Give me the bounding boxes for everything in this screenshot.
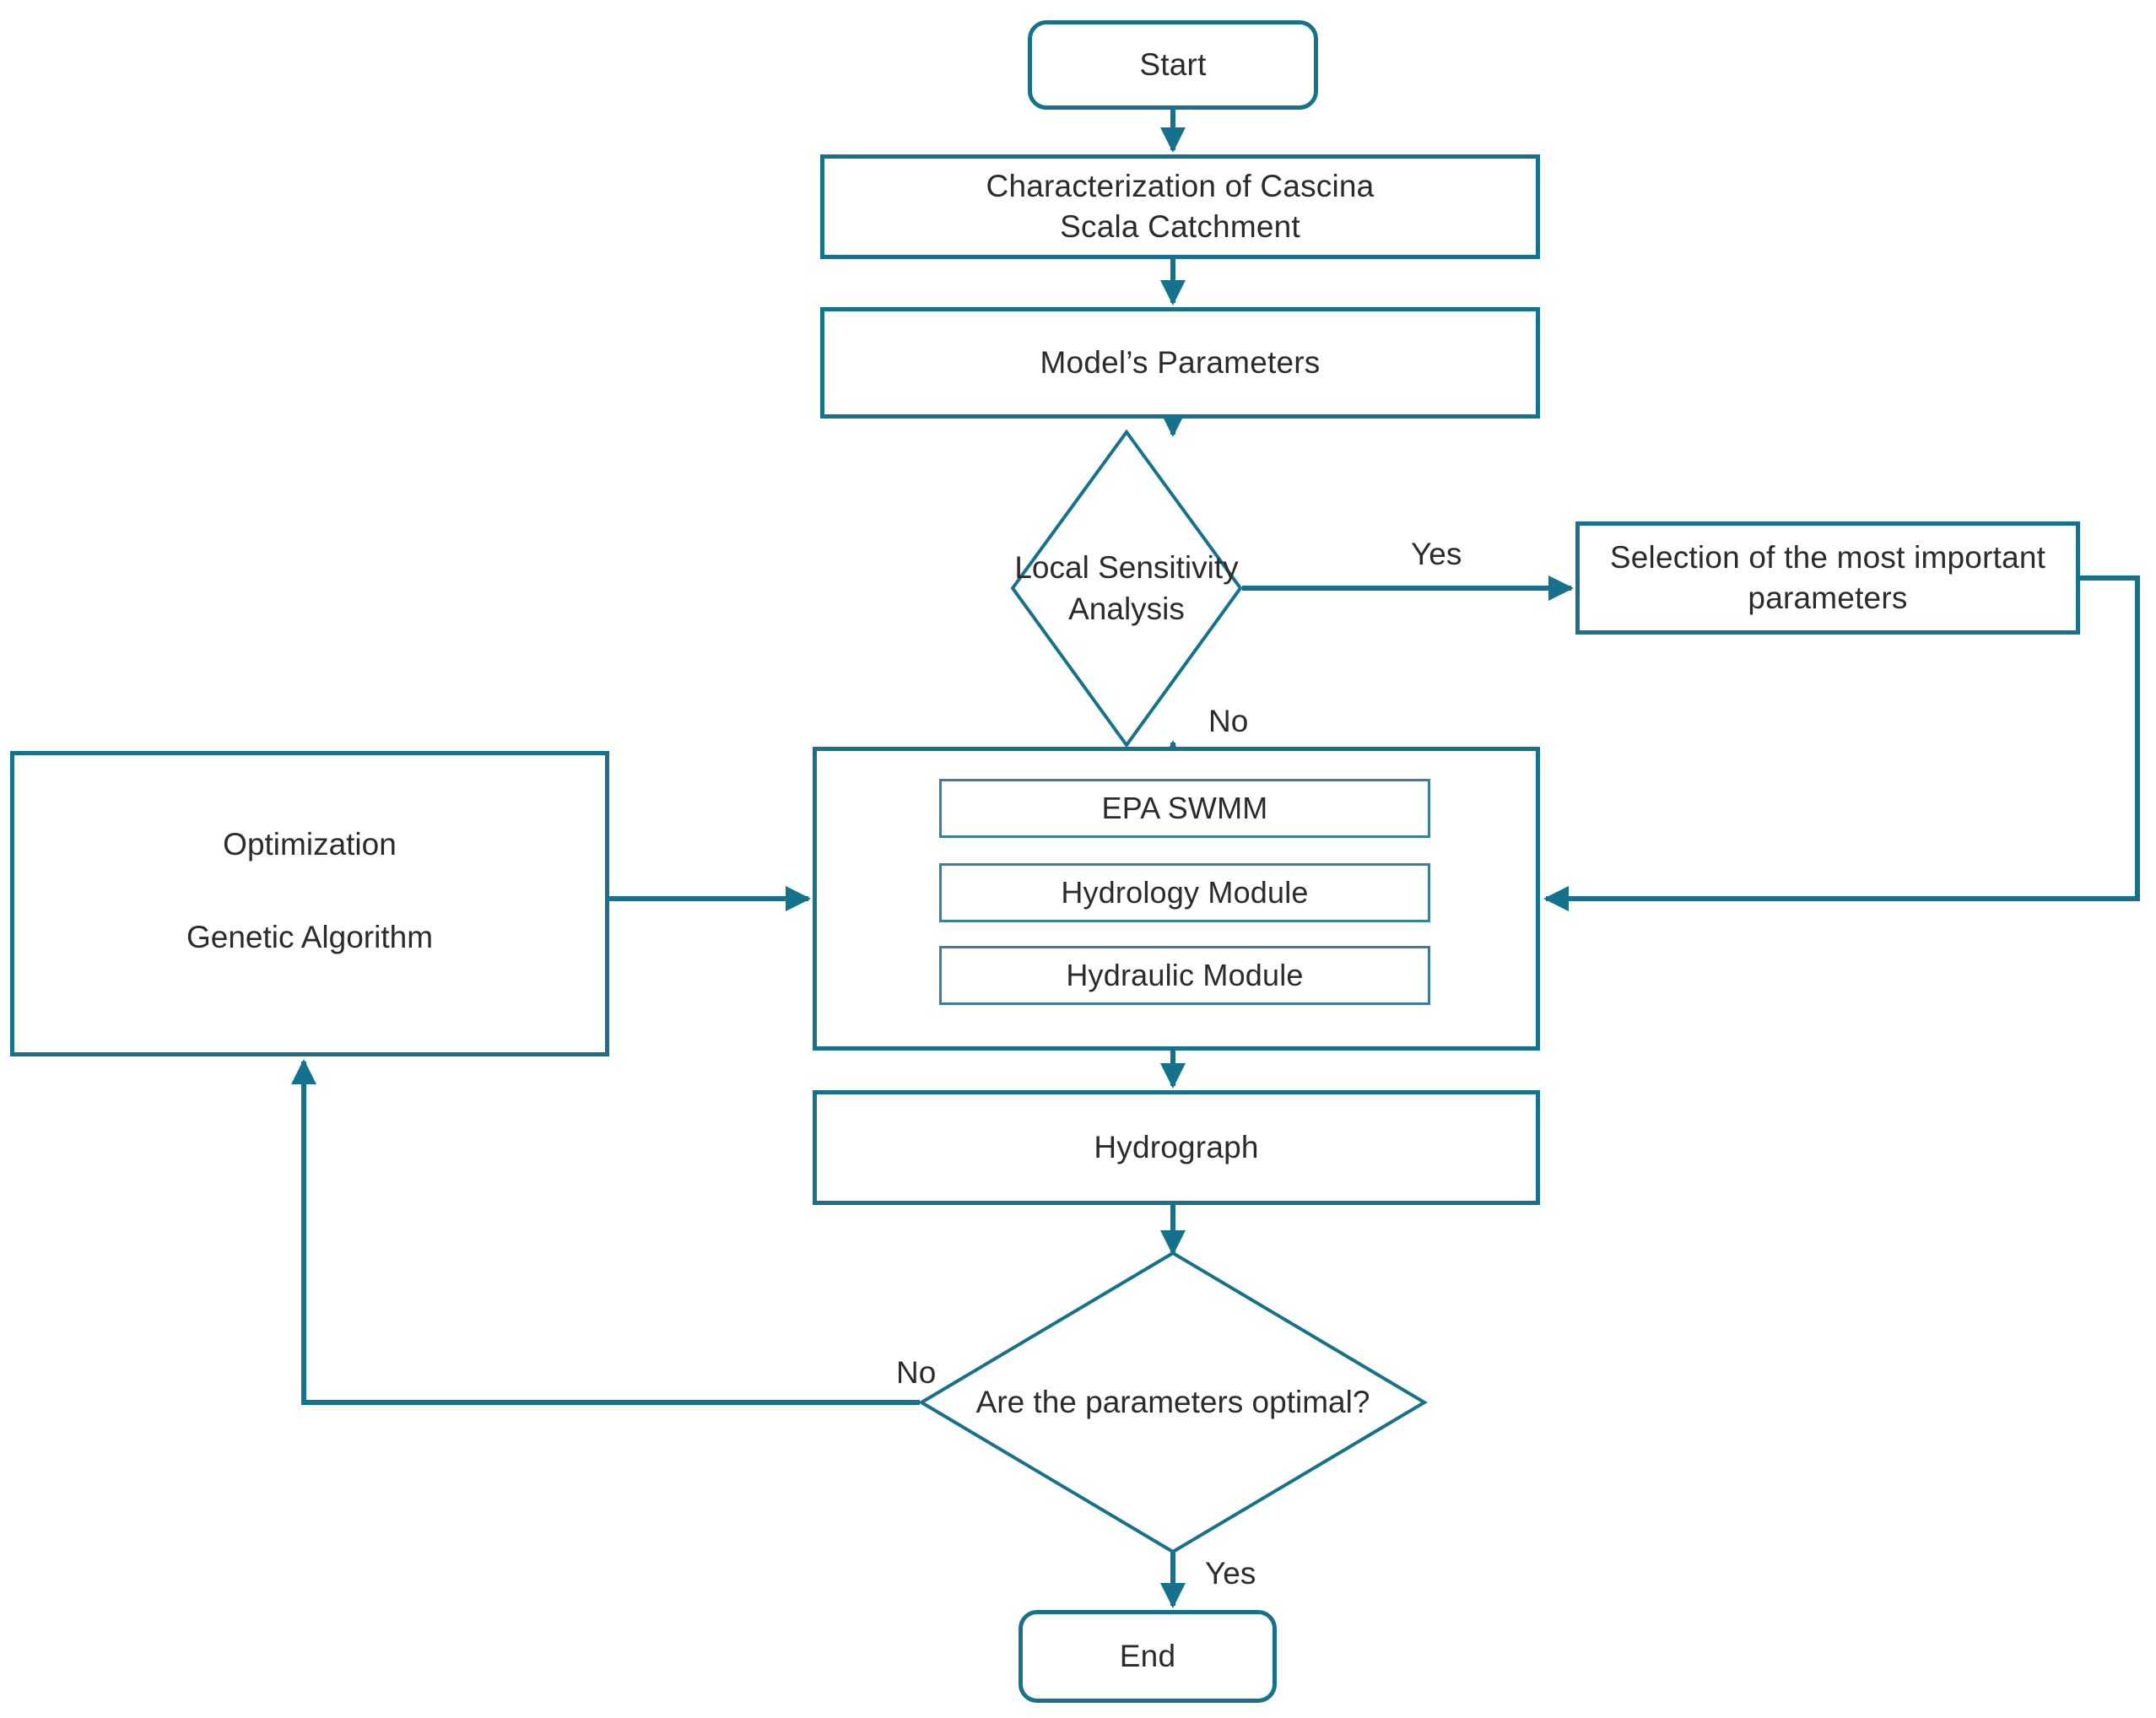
edge-label-sensitivity-yes: Yes xyxy=(1411,537,1462,571)
node-swmm-group[interactable]: EPA SWMM Hydrology Module Hydraulic Modu… xyxy=(813,747,1540,1051)
node-start-label: Start xyxy=(1139,46,1207,82)
edge-label-sensitivity-no: No xyxy=(1208,704,1249,738)
node-optimal-decision[interactable]: Are the parameters optimal? xyxy=(918,1251,1428,1554)
node-characterization[interactable]: Characterization of Cascina Scala Catchm… xyxy=(820,154,1540,259)
node-module-hydraulic[interactable]: Hydraulic Module xyxy=(939,946,1430,1005)
node-hydrograph-label: Hydrograph xyxy=(1094,1129,1259,1164)
node-optimization[interactable]: Optimization Genetic Algorithm xyxy=(10,751,609,1056)
node-module-epa-swmm-label: EPA SWMM xyxy=(1101,790,1268,825)
node-model-parameters[interactable]: Model’s Parameters xyxy=(820,307,1540,419)
sensitivity-diamond-shape xyxy=(1010,429,1243,748)
node-optimization-line1: Optimization xyxy=(223,827,397,862)
edge-label-optimal-no: No xyxy=(896,1355,937,1390)
node-sensitivity-decision[interactable]: Local Sensitivity Analysis xyxy=(1010,429,1243,748)
node-end-label: End xyxy=(1119,1638,1176,1673)
node-characterization-label: Characterization of Cascina Scala Catchm… xyxy=(986,168,1375,244)
node-start[interactable]: Start xyxy=(1028,20,1318,110)
node-end[interactable]: End xyxy=(1019,1610,1277,1703)
node-selection-of-parameters[interactable]: Selection of the most important paramete… xyxy=(1575,521,2080,635)
node-module-hydraulic-label: Hydraulic Module xyxy=(1066,957,1304,992)
node-module-epa-swmm[interactable]: EPA SWMM xyxy=(939,779,1430,838)
node-model-parameters-label: Model’s Parameters xyxy=(1040,344,1321,380)
optimal-diamond-shape xyxy=(918,1251,1428,1554)
node-hydrograph[interactable]: Hydrograph xyxy=(813,1090,1540,1205)
node-selection-label: Selection of the most important paramete… xyxy=(1609,539,2046,615)
node-module-hydrology-label: Hydrology Module xyxy=(1061,874,1309,910)
edge-label-optimal-yes: Yes xyxy=(1205,1556,1256,1591)
node-module-hydrology[interactable]: Hydrology Module xyxy=(939,863,1430,922)
node-optimization-line2: Genetic Algorithm xyxy=(186,920,434,954)
